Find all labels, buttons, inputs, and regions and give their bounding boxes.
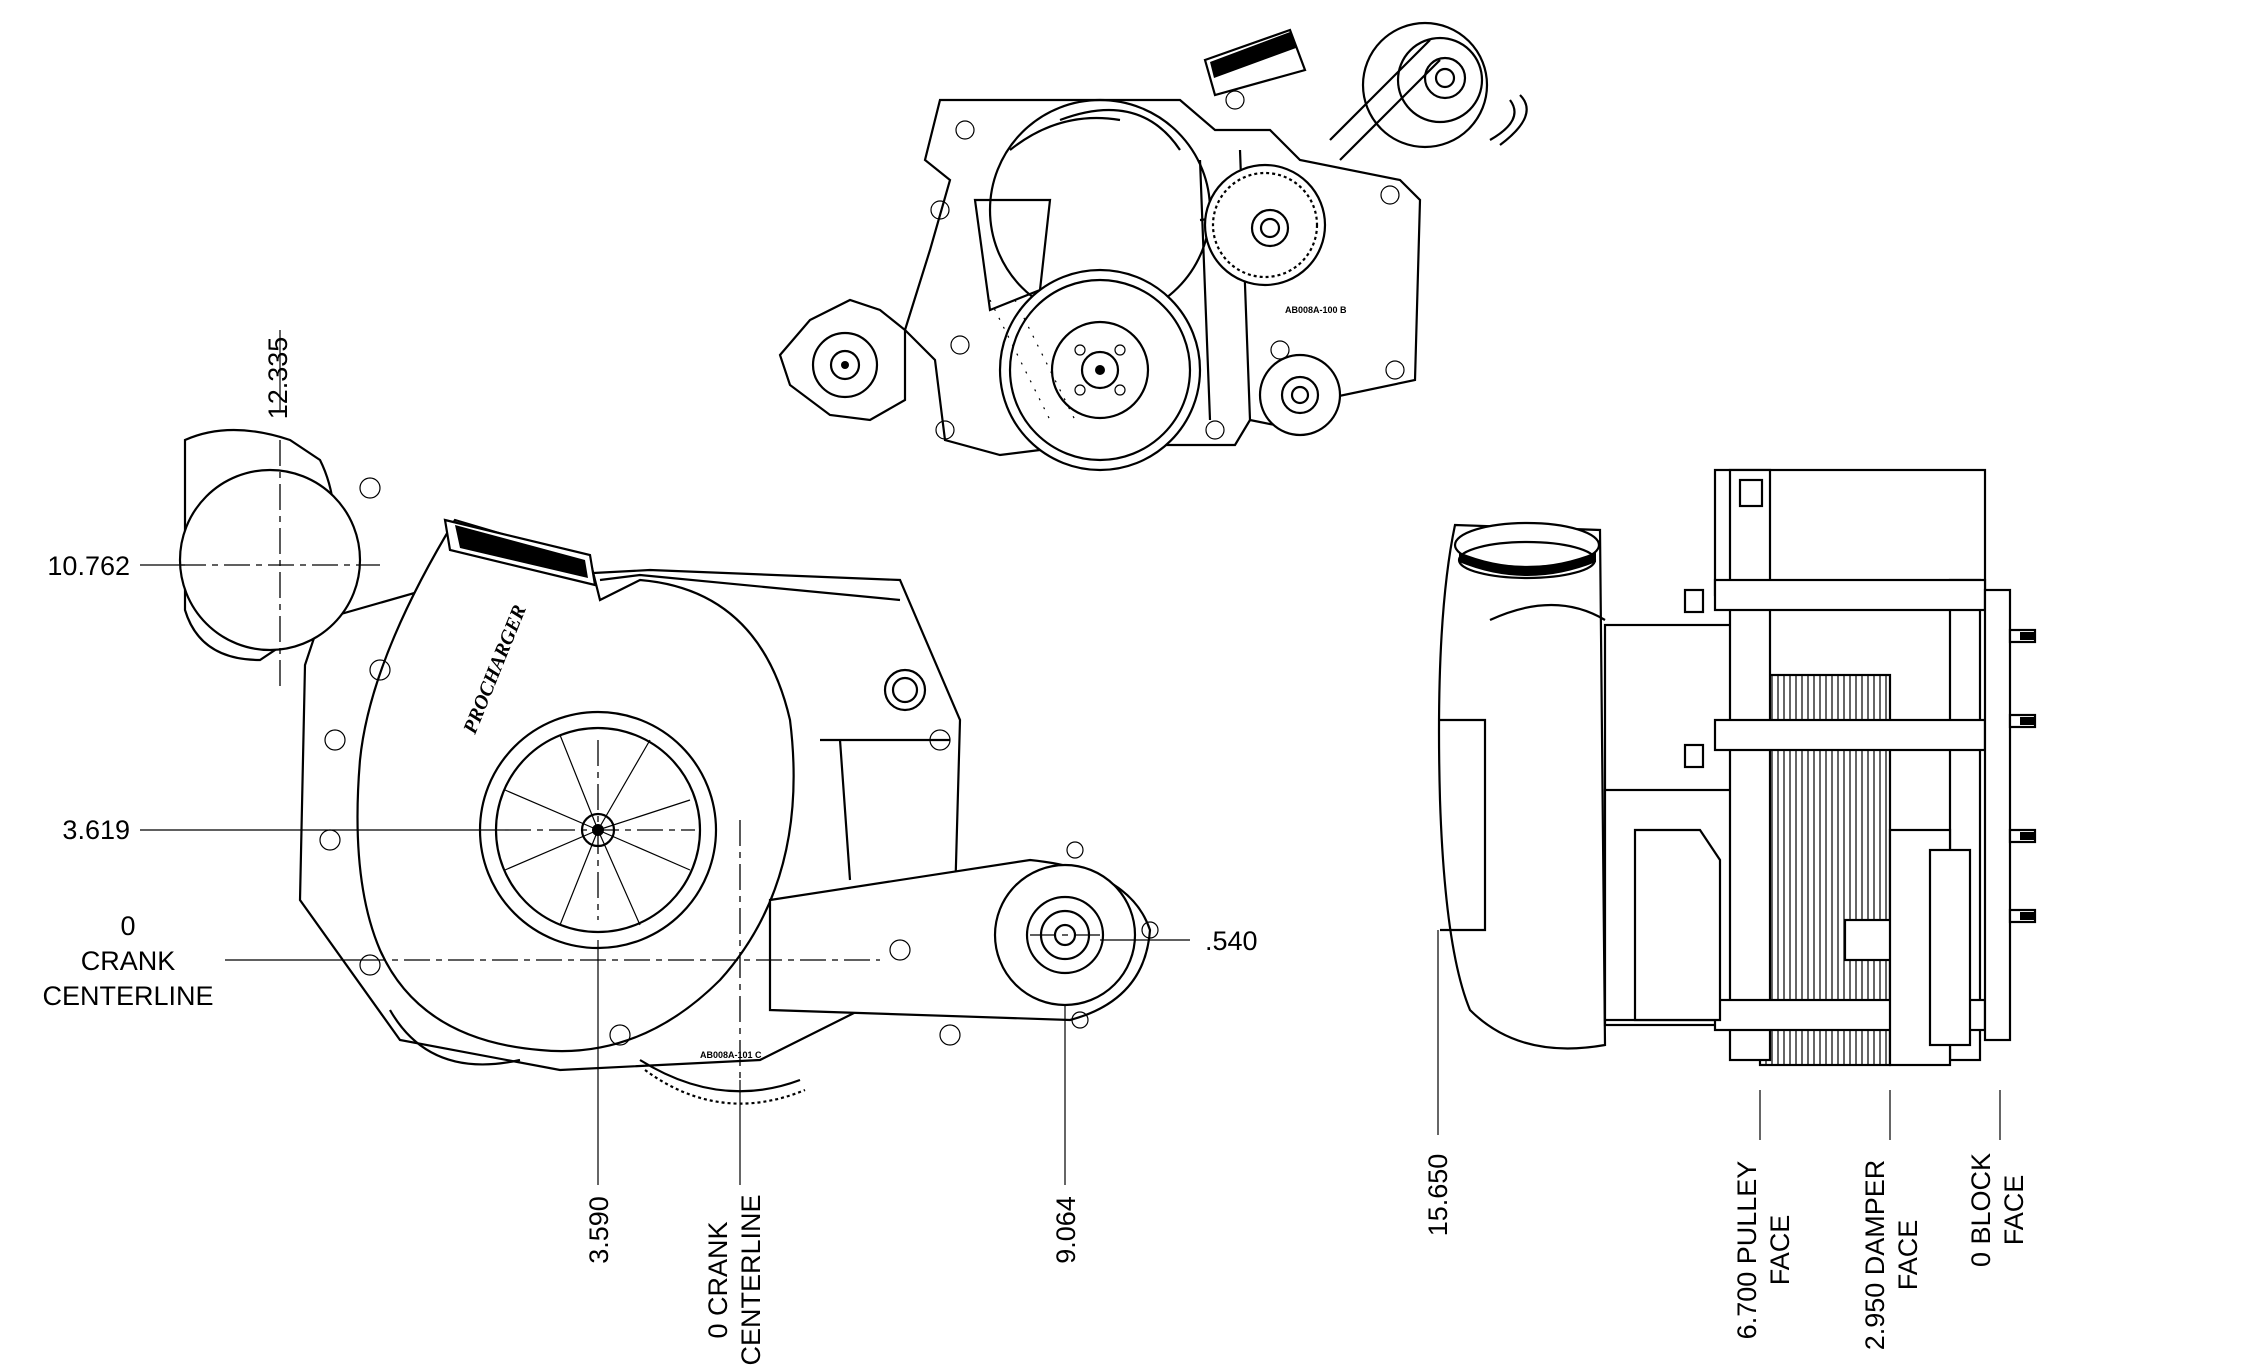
dim-15-650: 15.650 — [1423, 1154, 1453, 1237]
crank-centerline-left-0: 0 — [120, 911, 135, 941]
block-face-0: 0 BLOCK — [1966, 1153, 1996, 1267]
front-bracket-label: AB008A-100 B — [1285, 305, 1347, 315]
pulley-face-1: FACE — [1765, 1215, 1795, 1286]
compressor-inlet — [178, 468, 362, 652]
end-dimension-text: 15.650 6.700 PULLEY FACE 2.950 DAMPER FA… — [1423, 1153, 2029, 1350]
crank-centerline-bottom-1: CENTERLINE — [736, 1194, 766, 1365]
dim-540: .540 — [1205, 926, 1258, 956]
block-face-1: FACE — [1999, 1175, 2029, 1246]
side-view: PROCHARGER AB008A-101 C — [178, 428, 1159, 1105]
damper-face-0: 2.950 DAMPER — [1860, 1160, 1890, 1351]
side-dimension-lines — [140, 330, 1190, 1185]
front-view: AB008A-100 B — [778, 21, 1528, 472]
pulley-face-0: 6.700 PULLEY — [1732, 1161, 1762, 1340]
dim-12-335: 12.335 — [263, 337, 293, 420]
end-view — [1437, 468, 2037, 1067]
dim-10-762: 10.762 — [47, 551, 130, 581]
dim-3-619: 3.619 — [62, 815, 130, 845]
dim-9-064: 9.064 — [1051, 1196, 1081, 1264]
crank-centerline-bottom-0: 0 CRANK — [703, 1221, 733, 1338]
damper-face-1: FACE — [1893, 1220, 1923, 1291]
side-dimension-text: 12.335 10.762 3.619 0 CRANK CENTERLINE .… — [42, 337, 1257, 1366]
crank-centerline-left-2: CENTERLINE — [42, 981, 213, 1011]
compressor-head — [1361, 21, 1489, 149]
crank-centerline-left-1: CRANK — [81, 946, 176, 976]
cog-pulley — [1203, 163, 1327, 287]
end-dimension-lines — [1437, 930, 2001, 1140]
dim-3-590: 3.590 — [584, 1196, 614, 1264]
side-bracket-label: AB008A-101 C — [700, 1050, 762, 1060]
